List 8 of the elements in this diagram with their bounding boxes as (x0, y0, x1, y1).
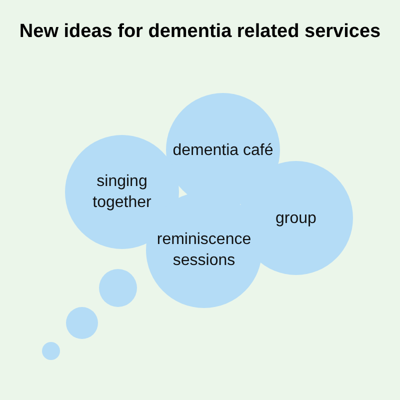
bubble-text: group (274, 208, 318, 228)
thought-bubble (66, 307, 98, 339)
thought-bubble (42, 342, 60, 360)
bubble-text: dementia café (172, 140, 274, 160)
title: New ideas for dementia related services (18, 20, 382, 44)
bubble-text: reminiscence sessions (156, 230, 252, 271)
thought-bubble (99, 269, 137, 307)
bubble-text: singing together (92, 172, 152, 213)
